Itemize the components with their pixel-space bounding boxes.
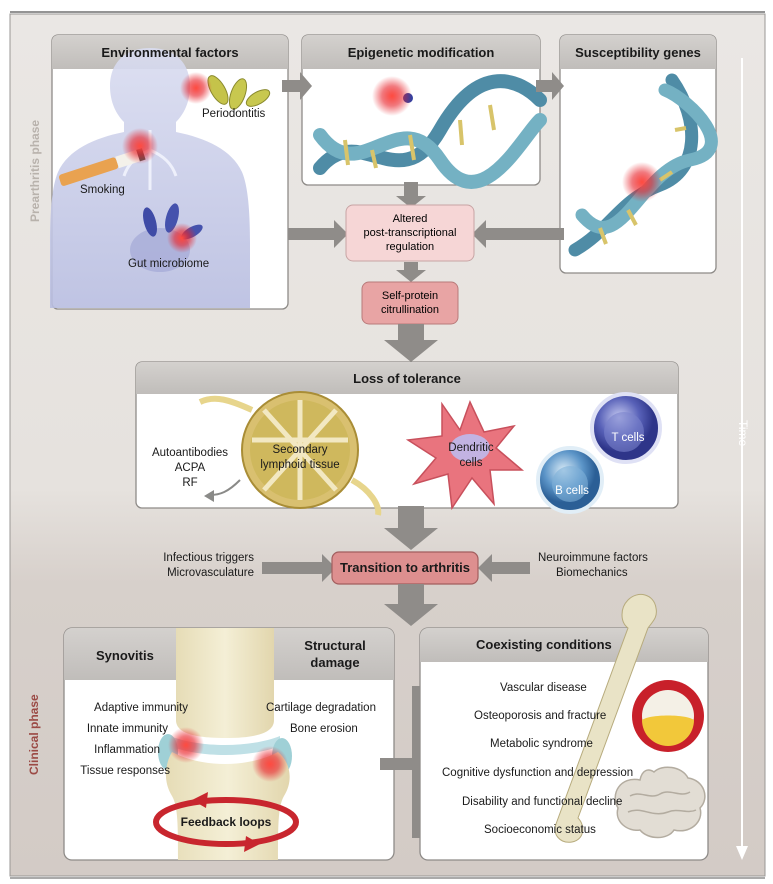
citrullination-line-1: Self-protein — [381, 290, 439, 302]
coexisting-conditions-title: Coexisting conditions — [476, 637, 612, 652]
synovitis-item-2: Inflammation — [94, 744, 160, 756]
epigenetic-modification-title: Epigenetic modification — [347, 45, 495, 60]
altered-regulation-box: Altered post-transcriptional regulation — [346, 205, 474, 261]
dendritic-label-1: Dendritic — [448, 442, 494, 454]
prearthritis-phase-label: Prearthritis phase — [28, 119, 42, 222]
clinical-phase-label: Clinical phase — [27, 694, 41, 775]
transition-to-arthritis-label: Transition to arthritis — [339, 560, 470, 575]
microvasculature-label: Microvasculature — [167, 567, 254, 579]
rf-label: RF — [182, 477, 198, 489]
gut-microbiome-label: Gut microbiome — [128, 258, 210, 270]
loss-of-tolerance-title: Loss of tolerance — [353, 371, 461, 386]
coexisting-item-5: Socioeconomic status — [484, 824, 596, 836]
acpa-label: ACPA — [174, 462, 206, 474]
synovitis-item-0: Adaptive immunity — [94, 702, 188, 714]
altered-line-2: post-transcriptional — [363, 227, 457, 239]
structural-item-0: Cartilage degradation — [266, 702, 376, 714]
t-cells-label: T cells — [611, 432, 645, 444]
dendritic-label-2: cells — [459, 457, 483, 469]
autoantibodies-label: Autoantibodies — [151, 447, 229, 459]
coexisting-item-1: Osteoporosis and fracture — [474, 710, 607, 722]
coexisting-item-2: Metabolic syndrome — [490, 738, 593, 750]
biomechanics-label: Biomechanics — [556, 567, 628, 579]
synovitis-title: Synovitis — [96, 648, 154, 663]
time-label: Time — [736, 420, 750, 447]
structural-item-1: Bone erosion — [290, 723, 358, 735]
coexisting-item-4: Disability and functional decline — [462, 796, 623, 808]
coexisting-item-3: Cognitive dysfunction and depression — [442, 767, 634, 779]
feedback-loops-label: Feedback loops — [180, 815, 272, 829]
synovitis-item-1: Innate immunity — [86, 723, 168, 735]
periodontitis-label: Periodontitis — [202, 108, 266, 120]
smoking-label: Smoking — [80, 184, 125, 196]
synovitis-item-3: Tissue responses — [80, 765, 170, 777]
lymphoid-label-1: Secondary — [272, 444, 328, 456]
citrullination-line-2: citrullination — [380, 304, 440, 316]
susceptibility-genes-title: Susceptibility genes — [575, 45, 701, 60]
lymphoid-label-2: lymphoid tissue — [260, 459, 340, 471]
altered-line-1: Altered — [392, 213, 428, 225]
structural-damage-title-2: damage — [310, 655, 360, 670]
citrullination-box: Self-protein citrullination — [362, 282, 458, 324]
neuroimmune-factors-label: Neuroimmune factors — [538, 552, 648, 564]
infectious-triggers-label: Infectious triggers — [163, 552, 254, 564]
altered-line-3: regulation — [385, 241, 435, 253]
structural-damage-title-1: Structural — [304, 638, 366, 653]
coexisting-item-0: Vascular disease — [500, 682, 587, 694]
environmental-factors-title: Environmental factors — [101, 45, 239, 60]
b-cells-label: B cells — [555, 485, 589, 497]
